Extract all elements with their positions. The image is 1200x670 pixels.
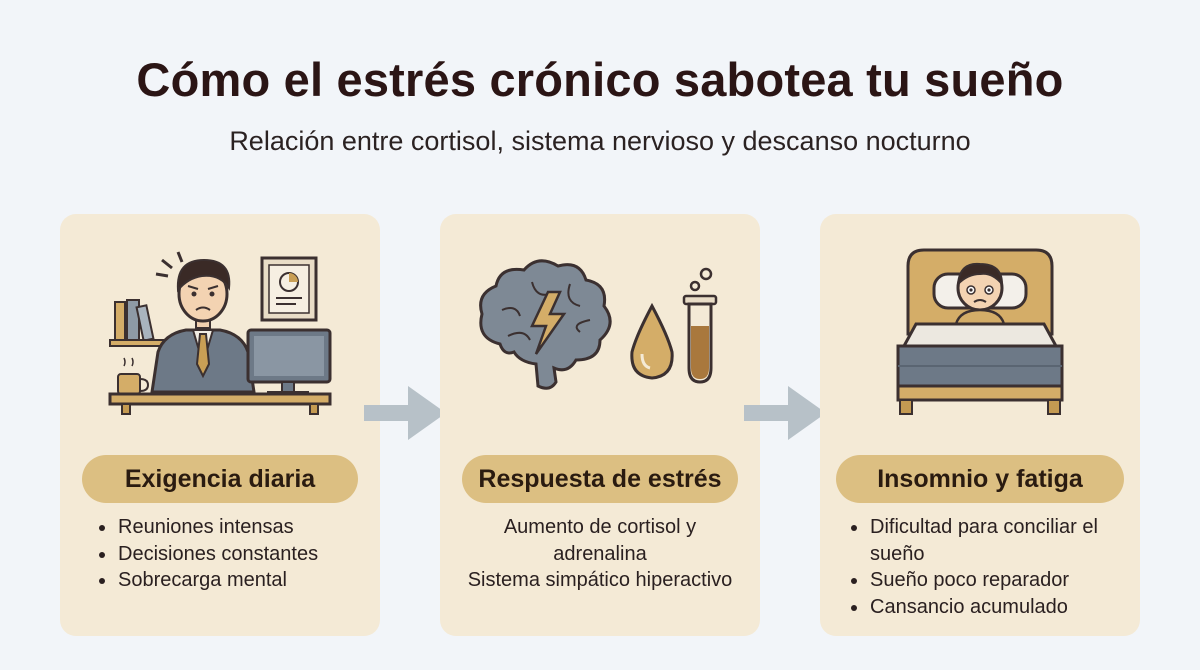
list-item: Cansancio acumulado — [842, 594, 1132, 621]
step-description: Aumento de cortisol y adrenalina Sistema… — [450, 514, 750, 594]
step-card-daily-demands: Exigencia diaria Reuniones intensas Deci… — [60, 214, 380, 636]
person-awake-in-bed-icon — [896, 248, 1064, 415]
step-heading: Respuesta de estrés — [462, 455, 738, 503]
step-heading: Insomnio y fatiga — [836, 455, 1124, 503]
list-item: adrenalina — [553, 542, 647, 565]
step-card-insomnia-fatigue: Insomnio y fatiga Dificultad para concil… — [820, 214, 1140, 636]
list-item: Sobrecarga mental — [90, 567, 318, 594]
arrow-right-icon — [744, 386, 826, 440]
list-item: Dificultad para conciliar el sueño — [842, 514, 1132, 567]
page-subtitle: Relación entre cortisol, sistema nervios… — [229, 126, 971, 156]
step-heading: Exigencia diaria — [82, 455, 358, 503]
list-item: Decisiones constantes — [90, 541, 318, 568]
stressed-office-worker-icon — [108, 251, 332, 415]
list-item: Sueño poco reparador — [842, 567, 1132, 594]
step-card-stress-response: Respuesta de estrés Aumento de cortisol … — [440, 214, 760, 636]
list-item: Aumento de cortisol y — [503, 516, 697, 538]
brain-hormone-icon — [479, 259, 718, 390]
arrow-right-icon — [364, 386, 446, 440]
step-bullet-list: Reuniones intensas Decisiones constantes… — [90, 514, 318, 594]
list-item: Reuniones intensas — [90, 514, 318, 541]
list-item: Sistema simpático hiperactivo — [467, 569, 733, 591]
page-title: Cómo el estrés crónico sabotea tu sueño — [136, 53, 1064, 106]
step-bullet-list: Dificultad para conciliar el sueño Sueño… — [842, 514, 1132, 620]
